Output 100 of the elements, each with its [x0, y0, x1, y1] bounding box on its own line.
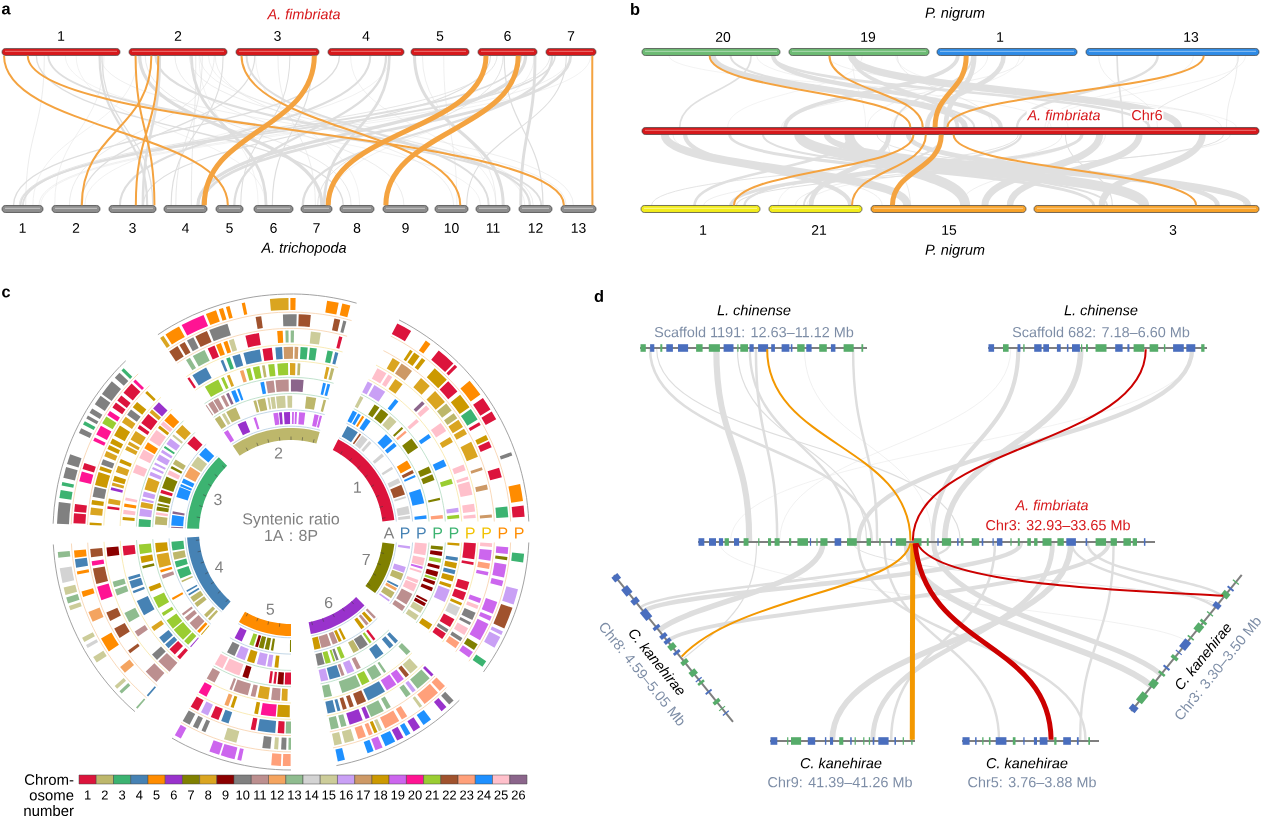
species-name: P. nigrum [925, 244, 985, 258]
panel-letter: b [631, 2, 640, 16]
chromosome-number: 6 [270, 223, 277, 233]
segment-number: 5 [266, 603, 275, 615]
chromosome-number: 15 [942, 225, 957, 235]
synteny-link [80, 54, 153, 207]
track-letter: A [383, 527, 395, 539]
segment-number: 2 [274, 447, 283, 459]
synteny-link [909, 543, 916, 740]
chromosome-number: 11 [486, 223, 500, 233]
chromosome-number: 1 [997, 32, 1004, 42]
track-letter: P [401, 527, 410, 539]
legend-label: 15 [322, 790, 336, 800]
synteny-link [708, 54, 912, 129]
synteny-link [201, 55, 317, 206]
legend-label: 21 [425, 790, 439, 800]
legend-label: 26 [511, 790, 526, 800]
legend-label: 23 [460, 790, 474, 800]
synteny-link [916, 542, 1225, 597]
chromosome-number: 5 [436, 31, 444, 41]
chromosome-number: 6 [504, 31, 511, 41]
legend-label: 14 [305, 790, 319, 800]
chromosome-number: 2 [174, 31, 182, 41]
synteny-link [889, 134, 944, 206]
synteny-link [383, 55, 521, 206]
track-letter: P [433, 527, 443, 539]
species-name: A. fimbriata [1014, 498, 1090, 512]
segment-number: 1 [354, 481, 361, 493]
species-name: A. fimbriata [1026, 108, 1102, 122]
region-label: Scaffold 1191: 12.63–11.12 Mb [654, 326, 854, 338]
region-label: Chr3: 32.93–33.65 Mb [984, 518, 1132, 532]
species-name: L. chinense [717, 304, 791, 316]
chromosome-number: 2 [72, 223, 80, 233]
synteny-link [851, 133, 927, 207]
chromosome-number: 7 [313, 223, 320, 233]
panel-letter: c [2, 288, 11, 298]
track-letter: P [466, 527, 475, 539]
legend-label: 18 [374, 790, 388, 800]
center-text: Syntenic ratio 1A : 8P [243, 512, 340, 542]
chromosome-number: 5 [226, 223, 233, 233]
legend-label: 1 [85, 790, 91, 800]
legend-label: 8 [205, 790, 212, 800]
track-letter: P [449, 527, 459, 539]
chromosome-number: 7 [567, 31, 575, 41]
segment-number: 7 [362, 553, 370, 565]
chromosome-number: 3 [1169, 225, 1177, 235]
legend-label: 10 [236, 790, 250, 800]
track-letter: P [417, 527, 426, 539]
legend-label: 4 [136, 790, 143, 800]
legend-label: 6 [170, 790, 177, 800]
legend-label: 20 [408, 790, 422, 800]
region-label: Scaffold 682: 7.18–6.60 Mb [1012, 326, 1190, 338]
legend-label: 25 [494, 790, 508, 800]
chromosome-number: 9 [402, 223, 409, 233]
species-name: C. kanehirae [800, 757, 882, 769]
panel-letter: d [594, 289, 603, 303]
legend-label: 19 [391, 790, 405, 800]
chromosome-number: 3 [129, 223, 136, 233]
legend-label: 22 [442, 790, 456, 800]
synteny-link [325, 55, 489, 206]
segment-number: 3 [214, 493, 222, 506]
track-letter: P [498, 527, 508, 539]
chromosome-number: 13 [571, 223, 586, 233]
synteny-link [591, 54, 594, 207]
chromosome-number: 3 [274, 31, 281, 41]
panel-letter: a [1, 5, 11, 15]
chromosome-number: 21 [811, 225, 827, 235]
synteny-link [3, 54, 229, 207]
segment-number: 6 [325, 596, 333, 609]
species-name: A. fimbriata [266, 8, 341, 20]
synteny-link [932, 55, 969, 128]
track-letter: P [482, 527, 491, 539]
region-label: Chr5: 3.76–3.88 Mb [968, 776, 1096, 788]
chromosome-number: 1 [58, 31, 65, 41]
synteny-link [240, 54, 462, 207]
chromosome-number: 12 [528, 223, 543, 233]
species-name: A. trichopoda [260, 242, 347, 256]
species-name: L. chinense [1064, 304, 1138, 316]
synteny-link [912, 542, 1054, 741]
segment-number: 4 [215, 561, 224, 573]
synteny-link [946, 54, 1205, 129]
chromosome-number: 19 [861, 32, 876, 42]
legend-label: 7 [188, 790, 194, 800]
legend-label: 13 [288, 790, 302, 800]
chromosome-number: 1 [19, 223, 26, 233]
chromosome-number: 13 [1184, 32, 1199, 42]
legend-label: 12 [270, 790, 284, 800]
legend-label: 5 [153, 790, 160, 800]
legend-label: 2 [101, 790, 108, 800]
chromosome-number: 4 [362, 31, 370, 41]
legend-label: 17 [357, 790, 370, 800]
species-name: P. nigrum [925, 7, 985, 21]
chromosome-number: 20 [715, 32, 731, 42]
chromosome-number: 4 [181, 223, 189, 233]
legend-label: 11 [254, 790, 266, 800]
synteny-link [733, 133, 915, 207]
chromosome-number: 10 [444, 223, 459, 233]
species-name: C. kanehirae [986, 757, 1068, 769]
region-label: Chr9: 41.39–41.26 Mb [768, 776, 912, 788]
synteny-link [766, 348, 912, 542]
